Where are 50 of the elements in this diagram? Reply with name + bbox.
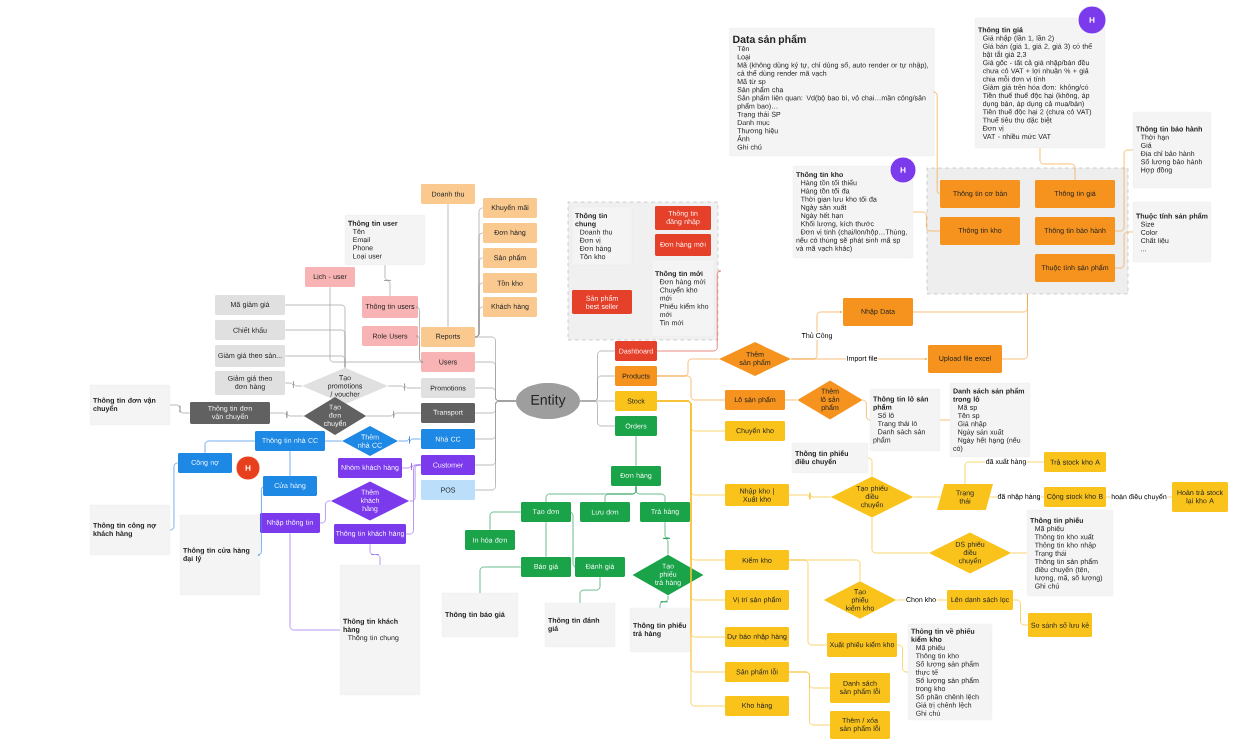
connector [569, 511, 577, 568]
connector [447, 203, 449, 328]
connector [284, 355, 346, 368]
connector [284, 380, 303, 389]
connector [896, 644, 909, 673]
connector [474, 306, 484, 338]
connector [788, 559, 828, 646]
connector [635, 435, 637, 467]
connector [479, 566, 522, 594]
connector [659, 595, 669, 609]
connector [635, 485, 666, 503]
connector [939, 419, 951, 421]
connector [383, 264, 392, 297]
connector [1012, 599, 1029, 626]
connector [871, 517, 929, 554]
connector [366, 410, 422, 419]
connector [269, 410, 304, 419]
connector [788, 492, 831, 500]
connector [289, 450, 291, 477]
connector [489, 511, 522, 531]
connector [579, 576, 601, 604]
connector [1039, 147, 1076, 181]
connector [656, 375, 726, 401]
connector [1114, 231, 1134, 269]
connector [319, 500, 331, 524]
connector [387, 383, 422, 391]
connector [912, 211, 941, 232]
connector [1114, 149, 1134, 232]
connector [867, 457, 873, 477]
connector [662, 521, 671, 555]
connector [169, 462, 179, 531]
connector [1001, 293, 1028, 360]
connector [656, 270, 722, 352]
connector [545, 521, 547, 558]
connector [1011, 552, 1028, 554]
connector [862, 399, 871, 421]
connector [369, 543, 381, 566]
connector [474, 400, 517, 491]
connector [324, 440, 343, 442]
connector [415, 335, 424, 363]
connector [329, 286, 422, 363]
connector [257, 485, 266, 556]
connector [289, 532, 341, 631]
connector [397, 436, 422, 444]
connector [579, 400, 616, 427]
connector [169, 404, 191, 414]
connector [788, 671, 831, 726]
connector [784, 399, 798, 401]
connector [933, 91, 942, 195]
connector [913, 496, 941, 498]
